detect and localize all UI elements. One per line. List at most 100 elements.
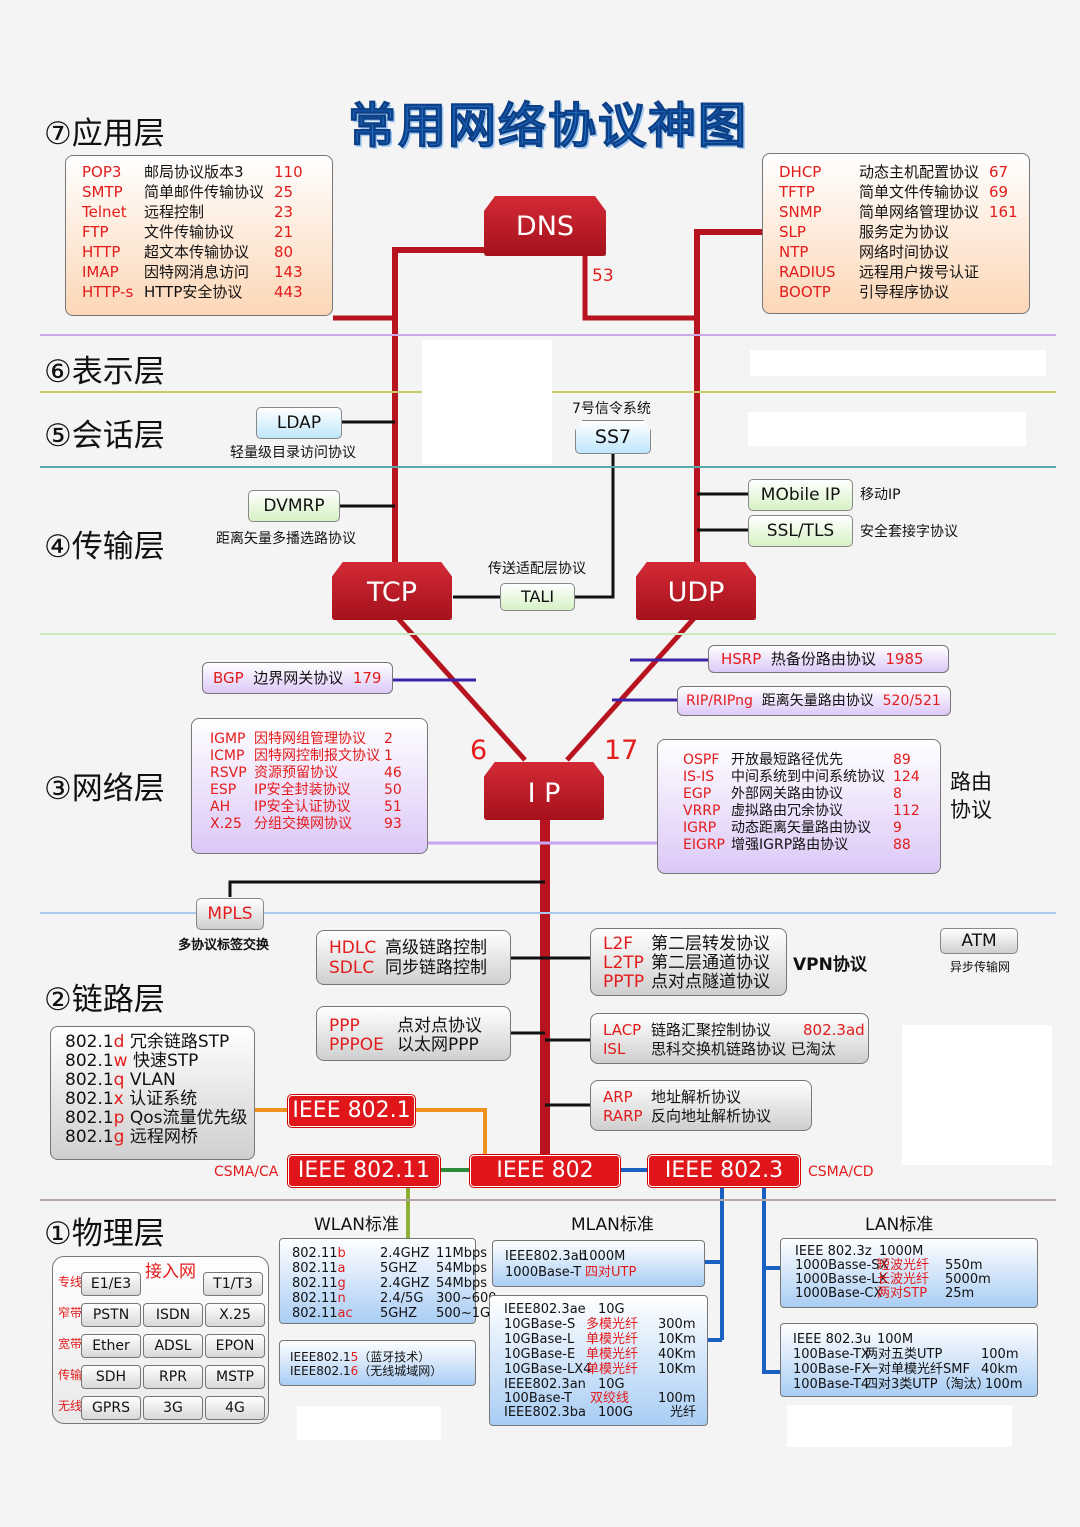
- separator-5-4: [40, 466, 1056, 468]
- layer-2-label: ②链路层: [44, 982, 165, 1018]
- dvmrp-box: DVMRP: [248, 490, 340, 522]
- blank-area: [902, 1025, 1052, 1165]
- tali-box: TALI: [500, 583, 575, 611]
- access-cell: EPON: [205, 1334, 265, 1358]
- list-item: IEEE802.16（无线城域网）: [290, 1364, 443, 1378]
- access-cell: RPR: [143, 1365, 203, 1389]
- wlan-title: WLAN标准: [314, 1215, 400, 1235]
- blank-area: [297, 1406, 441, 1440]
- access-cell: ISDN: [143, 1303, 203, 1327]
- blank-area: [750, 350, 1046, 376]
- mlan-title: MLAN标准: [571, 1215, 654, 1235]
- ssl-tls-box: SSL/TLS: [748, 515, 853, 547]
- mpls-desc: 多协议标签交换: [178, 938, 270, 953]
- hsrp-box: HSRP 热备份路由协议 1985: [708, 645, 949, 673]
- layer-6-label: ⑥表示层: [44, 354, 165, 390]
- access-cell: Ether: [81, 1334, 141, 1358]
- rip-box: RIP/RIPng 距离矢量路由协议 520/521: [677, 686, 951, 716]
- layer-5-label: ⑤会话层: [44, 418, 165, 454]
- udp-protocol-number: 17: [604, 735, 639, 766]
- ss7-desc: 7号信令系统: [572, 401, 651, 417]
- csma-ca-label: CSMA/CA: [214, 1164, 279, 1180]
- mobile-ip-box: MObile IP: [748, 479, 853, 511]
- access-cell: GPRS: [81, 1396, 141, 1420]
- access-cell: ADSL: [143, 1334, 203, 1358]
- ieee-8021-list: 802.1d 冗余链路STP 802.1w 快速STP 802.1q VLAN …: [50, 1026, 255, 1160]
- dvmrp-desc: 距离矢量多播选路协议: [216, 531, 356, 547]
- blank-area: [422, 340, 552, 464]
- list-item: 802.1g 远程网桥: [65, 1127, 198, 1147]
- udp-node: UDP: [636, 562, 756, 620]
- tali-desc: 传送适配层协议: [488, 561, 586, 577]
- row-label: 传输: [58, 1368, 83, 1382]
- vpn-label: VPN协议: [793, 955, 867, 975]
- access-cell: SDH: [81, 1365, 141, 1389]
- csma-cd-label: CSMA/CD: [808, 1164, 874, 1180]
- access-network-title: 接入网: [145, 1262, 196, 1282]
- atm-desc: 异步传输网: [950, 960, 1011, 974]
- layer-7-label: ⑦应用层: [44, 116, 165, 152]
- mobile-ip-desc: 移动IP: [860, 487, 901, 503]
- list-item: 802.1d 冗余链路STP: [65, 1032, 230, 1052]
- blank-area: [787, 1405, 1012, 1447]
- tcp-protocol-number: 6: [470, 735, 488, 766]
- access-network-box: 接入网 专线 E1/E3 T1/T3 窄带 PSTN ISDN X.25 宽带 …: [52, 1256, 269, 1424]
- row-label: 无线: [58, 1399, 83, 1413]
- layer-4-label: ④传输层: [44, 529, 165, 565]
- access-cell: X.25: [205, 1303, 265, 1327]
- list-item: IEEE802.15（蓝牙技术）: [290, 1350, 431, 1364]
- bgp-box: BGP 边界网关协议 179: [202, 662, 393, 694]
- page-title: 常用网络协议神图: [347, 98, 749, 155]
- ieee-80211-node: IEEE 802.11: [288, 1155, 440, 1187]
- access-cell: E1/E3: [81, 1272, 141, 1296]
- layer-1-label: ①物理层: [44, 1216, 165, 1252]
- wlan-extra-box: IEEE802.15（蓝牙技术） IEEE802.16（无线城域网）: [279, 1340, 476, 1386]
- row-label: 窄带: [58, 1306, 83, 1320]
- list-item: 802.1w 快速STP: [65, 1051, 199, 1071]
